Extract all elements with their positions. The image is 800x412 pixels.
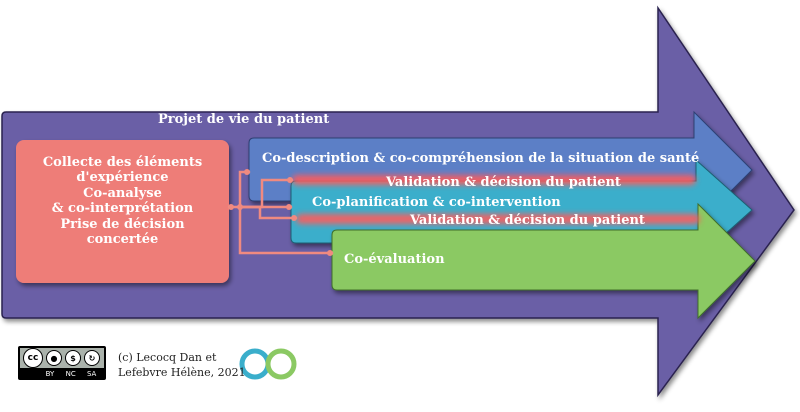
cc-nc-label: NC: [65, 370, 76, 378]
infinity-logo-icon: [239, 348, 297, 380]
copyright-line: Lefebvre Hélène, 2021: [118, 366, 246, 379]
validation-label-1: Validation & décision du patient: [386, 175, 621, 190]
left-box-line: Prise de décision: [60, 216, 185, 232]
arrow-2-label: Co-planification & co-intervention: [312, 195, 561, 210]
left-box-line: d'expérience: [76, 170, 169, 186]
left-box-line: Collecte des éléments: [42, 155, 203, 170]
cc-badge-top: cc ● $ ↻: [20, 348, 104, 368]
share-icon: ↻: [84, 350, 100, 366]
person-icon: ●: [46, 350, 62, 366]
validation-glow-2: [296, 214, 700, 224]
left-box-text: Collecte des éléments d'expérience Co-an…: [16, 155, 229, 247]
validation-label-2: Validation & décision du patient: [410, 213, 645, 228]
validation-glow-1: [292, 175, 696, 185]
left-box: [16, 140, 229, 283]
left-box-line: & co-interprétation: [51, 201, 194, 217]
diagram-title: Projet de vie du patient: [158, 112, 330, 127]
left-box-line: concertée: [86, 232, 159, 248]
cc-license-badge: cc ● $ ↻ BY NC SA: [18, 346, 106, 380]
arrow-3-label: Co-évaluation: [344, 252, 445, 267]
cc-by-label: BY: [45, 370, 55, 378]
left-box-line: Co-analyse: [83, 185, 162, 201]
connector-dots: [228, 169, 333, 256]
cc-badge-bottom: BY NC SA: [40, 369, 102, 379]
no-dollar-icon: $: [65, 350, 81, 366]
cc-icon: cc: [23, 348, 43, 368]
cc-sa-label: SA: [86, 370, 97, 378]
connectors: [227, 170, 334, 255]
arrow-1-label: Co-description & co-compréhension de la …: [262, 151, 700, 166]
arrow-3: [331, 202, 756, 320]
copyright-line: (c) Lecocq Dan et: [118, 351, 217, 364]
copyright: (c) Lecocq Dan et Lefebvre Hélène, 2021: [118, 350, 246, 380]
